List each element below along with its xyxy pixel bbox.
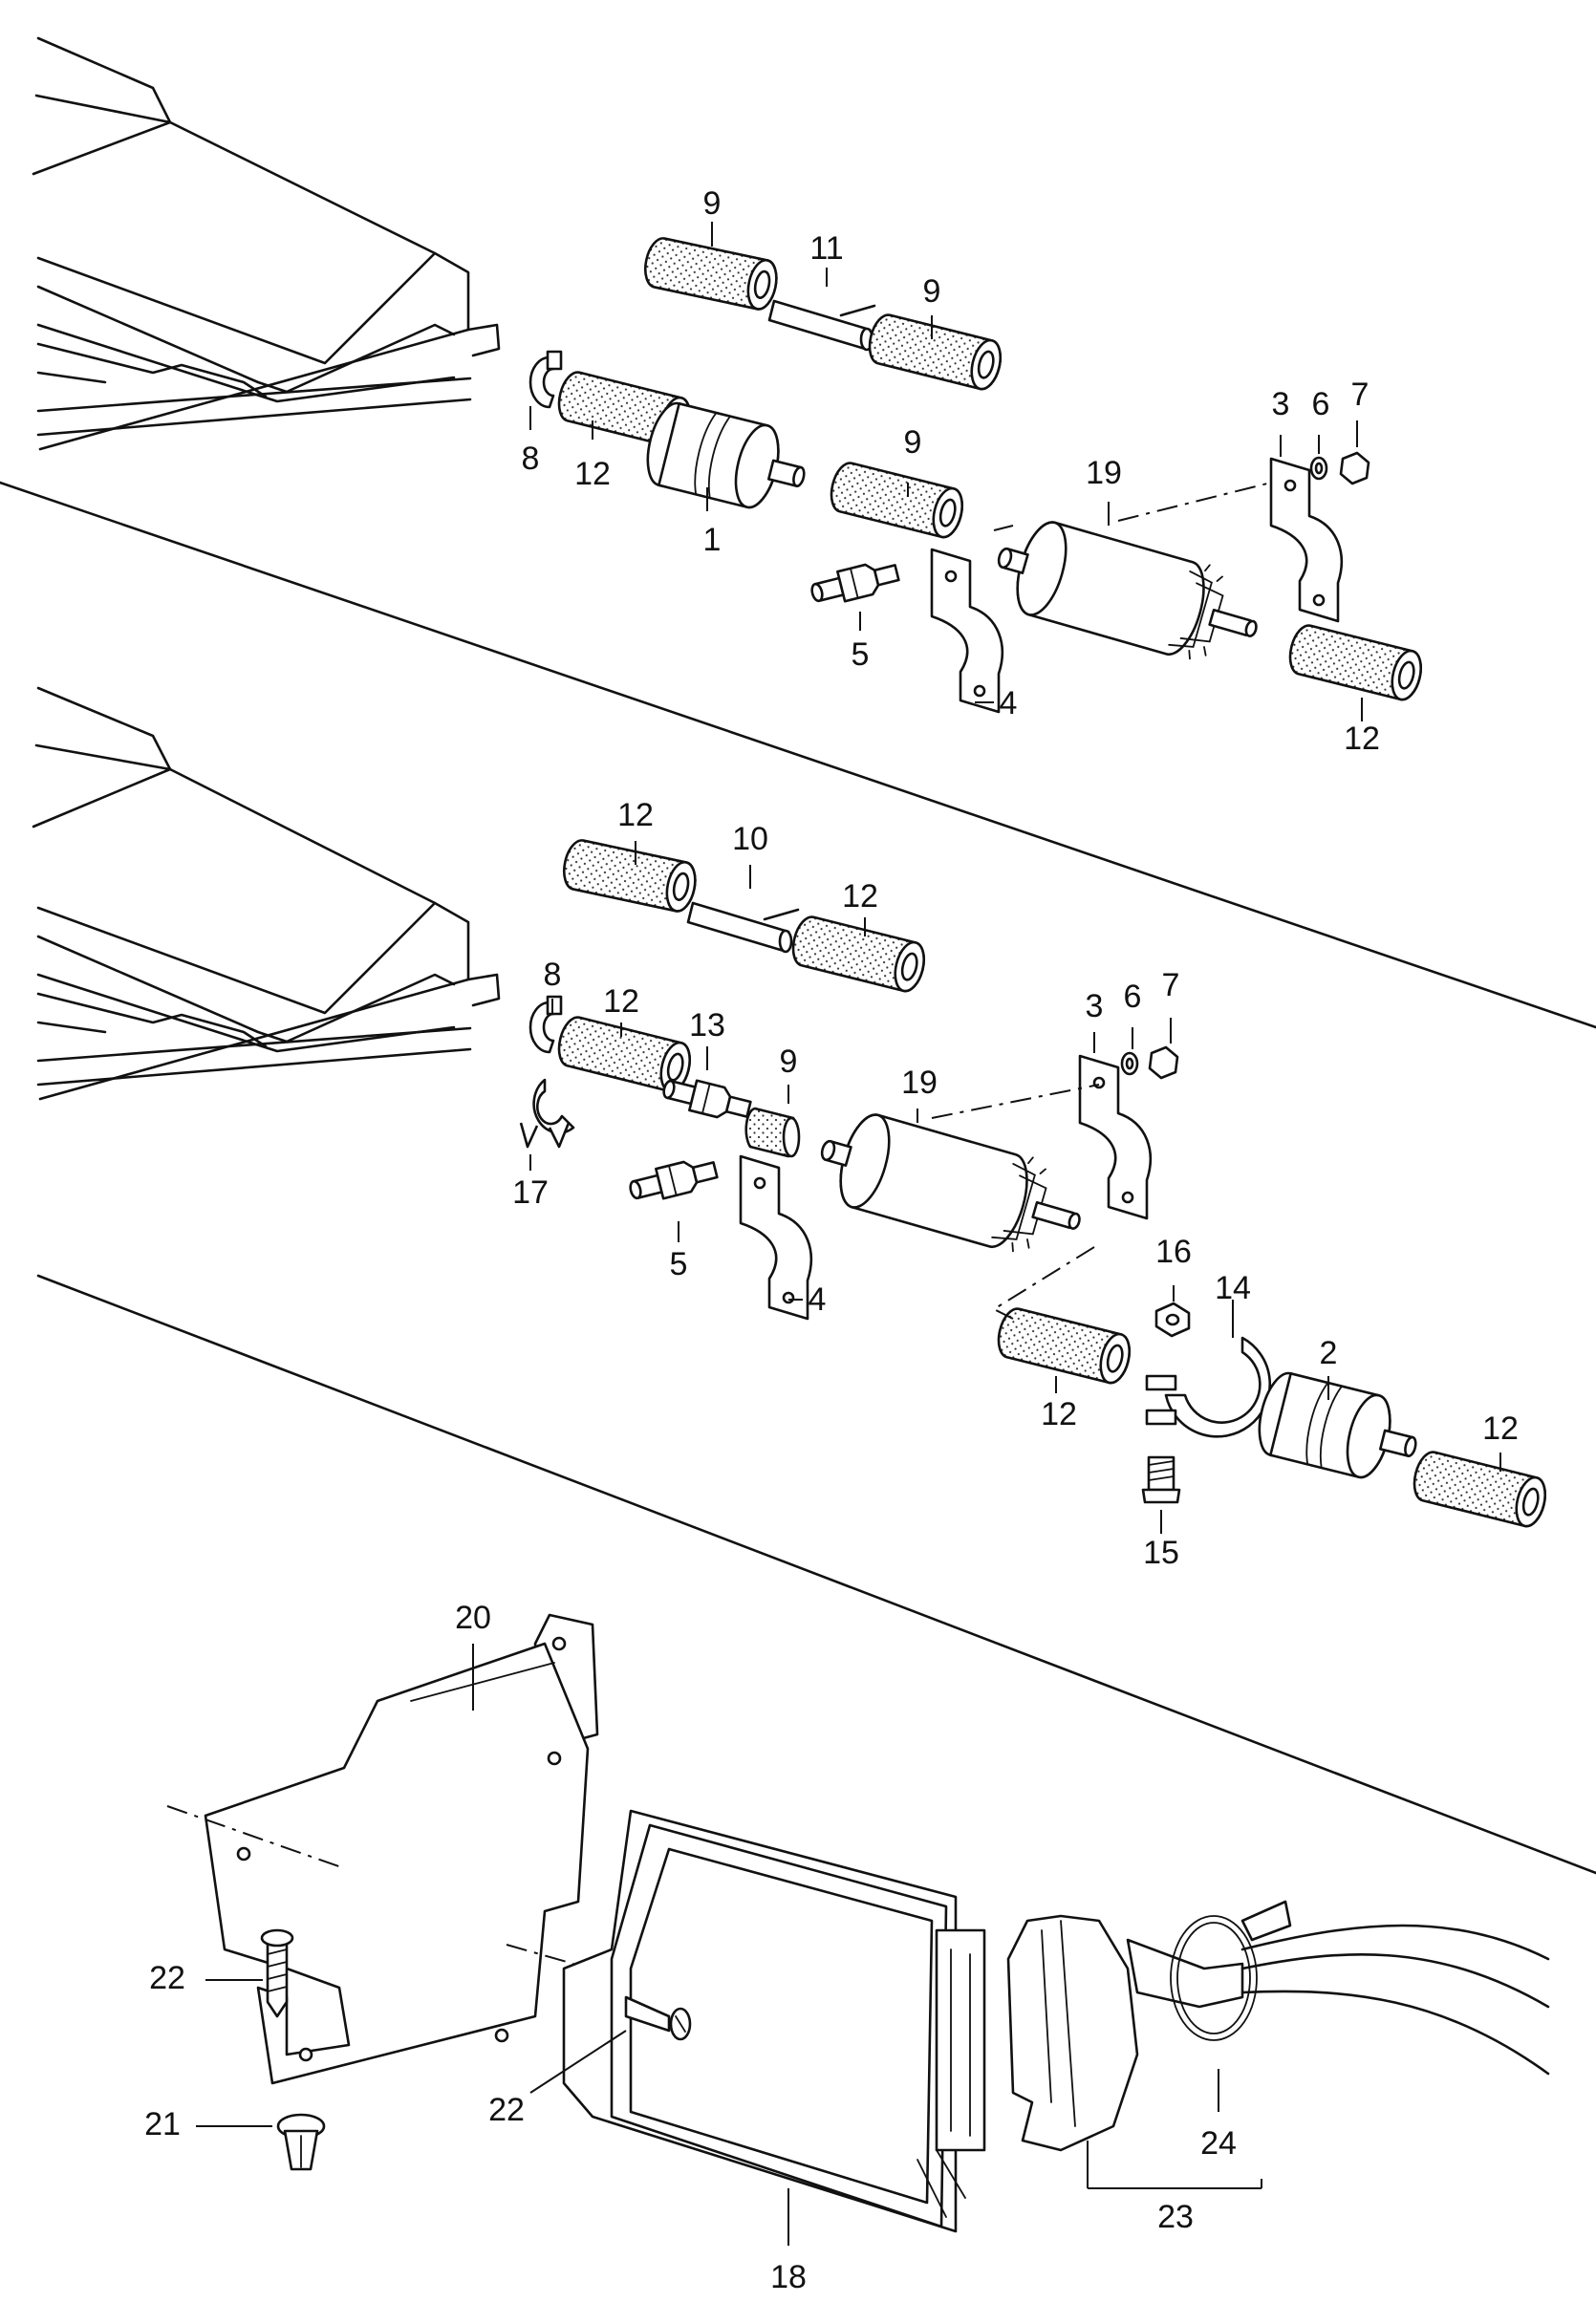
connector-part-13 <box>658 1071 754 1126</box>
hose-part-12 <box>558 836 701 915</box>
nut-part-7 <box>1339 451 1370 485</box>
callout-label: 18 <box>770 2259 807 2295</box>
pipe-part-10 <box>686 901 800 954</box>
callout-label: 21 <box>144 2106 181 2142</box>
callout-label: 10 <box>732 821 768 857</box>
hose-short-part-9 <box>744 1107 801 1158</box>
callout-label: 9 <box>703 185 722 222</box>
callout-label: 15 <box>1143 1535 1179 1571</box>
callout-label: 12 <box>1482 1410 1519 1447</box>
callout-label: 2 <box>1320 1335 1338 1371</box>
callout-label: 1 <box>703 522 722 558</box>
callout-label: 7 <box>1162 967 1180 1003</box>
callout-labels: 9 11 9 8 12 1 9 19 3 6 7 5 4 12 12 10 12… <box>144 185 1519 2295</box>
fuel-filter-part-1 <box>638 398 815 521</box>
assembly-line <box>1117 482 1272 522</box>
fuel-filter-part-2 <box>1250 1367 1427 1491</box>
section-control-unit <box>166 1613 1550 2246</box>
connector-part-5 <box>807 556 902 611</box>
callout-label: 12 <box>603 983 639 1020</box>
callout-label: 11 <box>809 230 843 267</box>
hose-part-9 <box>825 459 968 542</box>
hose-part-12 <box>787 913 930 996</box>
section-upper-fuel-system <box>0 36 1596 1029</box>
callout-label: 9 <box>923 273 941 310</box>
callout-leaders-section-2 <box>529 841 1501 1534</box>
bracket-part-4 <box>930 548 1004 714</box>
callout-label: 16 <box>1155 1234 1192 1270</box>
callout-label: 12 <box>842 878 878 915</box>
callout-label: 9 <box>904 424 922 461</box>
screw-part-22 <box>260 1928 294 2018</box>
bolt-part-15 <box>1141 1455 1181 1504</box>
callout-label: 22 <box>149 1960 185 1996</box>
section-middle-fuel-system <box>32 686 1596 1875</box>
callout-label: 5 <box>670 1246 688 1282</box>
callout-label: 14 <box>1215 1270 1251 1306</box>
washer-part-6 <box>1120 1051 1139 1076</box>
callout-leaders-section-1 <box>529 222 1363 721</box>
callout-leaders-section-3 <box>196 1644 1262 2246</box>
bracket-part-3 <box>1269 457 1344 623</box>
section-divider-line <box>0 481 1596 1029</box>
hose-part-12 <box>1408 1448 1551 1531</box>
mounting-bracket-part-20 <box>204 1613 599 2085</box>
callout-label: 17 <box>512 1174 549 1211</box>
nut-part-7 <box>1148 1045 1179 1080</box>
hose-clamp-part-24 <box>1170 1900 1292 2041</box>
callout-label: 12 <box>1041 1396 1077 1432</box>
callout-label: 12 <box>617 797 654 833</box>
assembly-line <box>166 1805 345 1869</box>
bracket-part-3 <box>1078 1054 1153 1220</box>
callout-label: 4 <box>809 1281 827 1318</box>
bracket-part-4 <box>739 1154 813 1321</box>
screw-part-22 <box>624 1995 692 2041</box>
callout-label: 7 <box>1351 377 1370 413</box>
clip-part-17 <box>519 1078 575 1149</box>
callout-label: 13 <box>689 1007 725 1044</box>
clip-nut-part-21 <box>276 2113 326 2171</box>
callout-label: 9 <box>780 1044 798 1080</box>
connector-part-5 <box>625 1153 721 1208</box>
vehicle-floor-panel-upper <box>32 36 501 451</box>
callout-label: 24 <box>1200 2125 1237 2162</box>
callout-label: 12 <box>1344 721 1380 757</box>
callout-label: 23 <box>1157 2199 1194 2235</box>
callout-label: 8 <box>522 441 540 477</box>
callout-label: 20 <box>455 1600 491 1636</box>
pipe-part-11 <box>767 299 876 352</box>
assembly-line <box>931 1084 1100 1119</box>
assembly-line <box>991 1246 1095 1320</box>
washer-part-6 <box>1309 456 1328 481</box>
wiring-connector-part-23 <box>1006 1914 1550 2152</box>
callout-label: 8 <box>544 957 562 993</box>
hose-part-9 <box>863 311 1006 394</box>
callout-label: 22 <box>488 2092 525 2128</box>
vehicle-floor-panel-middle <box>32 686 501 1101</box>
fuel-pump-part-19 <box>808 1100 1094 1270</box>
hose-part-12 <box>1283 621 1427 704</box>
hose-part-12 <box>992 1304 1135 1388</box>
callout-label: 4 <box>1000 685 1018 721</box>
assembly-line <box>506 1944 574 1965</box>
callout-label: 3 <box>1086 988 1104 1024</box>
nut-part-16 <box>1154 1302 1191 1338</box>
control-unit-part-18 <box>562 1809 986 2233</box>
callout-label: 19 <box>901 1065 938 1101</box>
section-divider-line <box>36 1274 1596 1875</box>
assembly-line <box>993 525 1014 531</box>
callout-label: 3 <box>1272 386 1290 422</box>
hose-part-9 <box>639 234 782 313</box>
callout-label: 6 <box>1124 979 1142 1015</box>
callout-label: 6 <box>1312 386 1330 422</box>
clamp-part-8 <box>528 350 563 409</box>
clamp-part-8 <box>528 995 563 1054</box>
callout-label: 12 <box>574 456 611 492</box>
callout-label: 19 <box>1086 455 1122 491</box>
fuel-pump-part-19 <box>984 507 1271 678</box>
clamp-ring-part-14 <box>1145 1336 1272 1438</box>
callout-label: 5 <box>852 636 870 673</box>
